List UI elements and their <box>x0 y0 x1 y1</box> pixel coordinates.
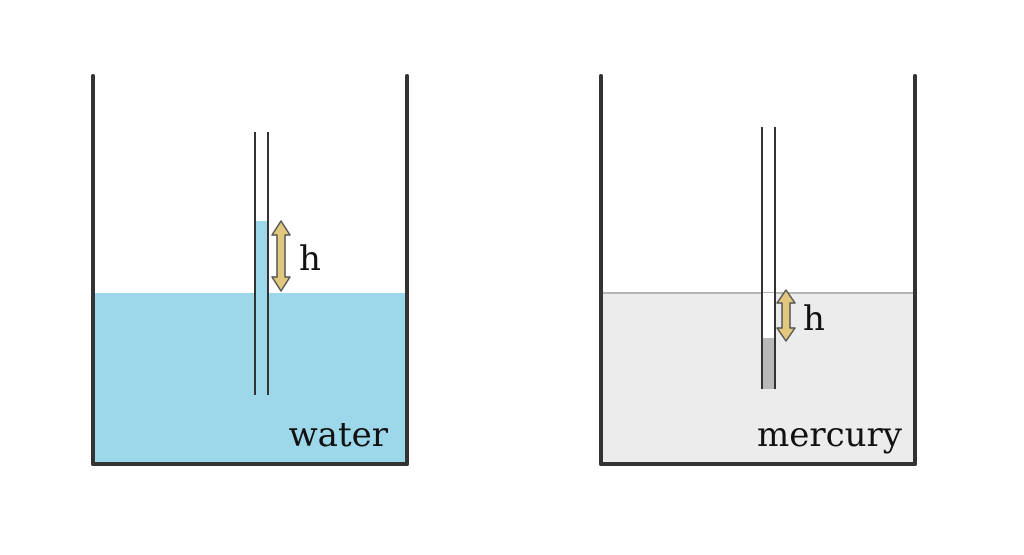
water-container <box>91 74 409 466</box>
water-height-arrow <box>271 220 291 292</box>
mercury-height-arrow <box>776 289 796 342</box>
mercury-tube-interior <box>763 293 775 338</box>
mercury-container <box>599 74 917 466</box>
mercury-height-label: h <box>803 299 825 339</box>
water-capillary-column <box>255 221 268 293</box>
mercury-liquid-label: mercury <box>757 415 903 455</box>
water-liquid-label: water <box>289 415 389 455</box>
water-height-label: h <box>299 239 321 279</box>
mercury-panel: h mercury <box>599 74 917 466</box>
mercury-capillary-column <box>763 338 775 389</box>
water-panel: h water <box>91 74 409 466</box>
mercury-liquid <box>601 293 915 464</box>
water-liquid <box>93 293 407 464</box>
